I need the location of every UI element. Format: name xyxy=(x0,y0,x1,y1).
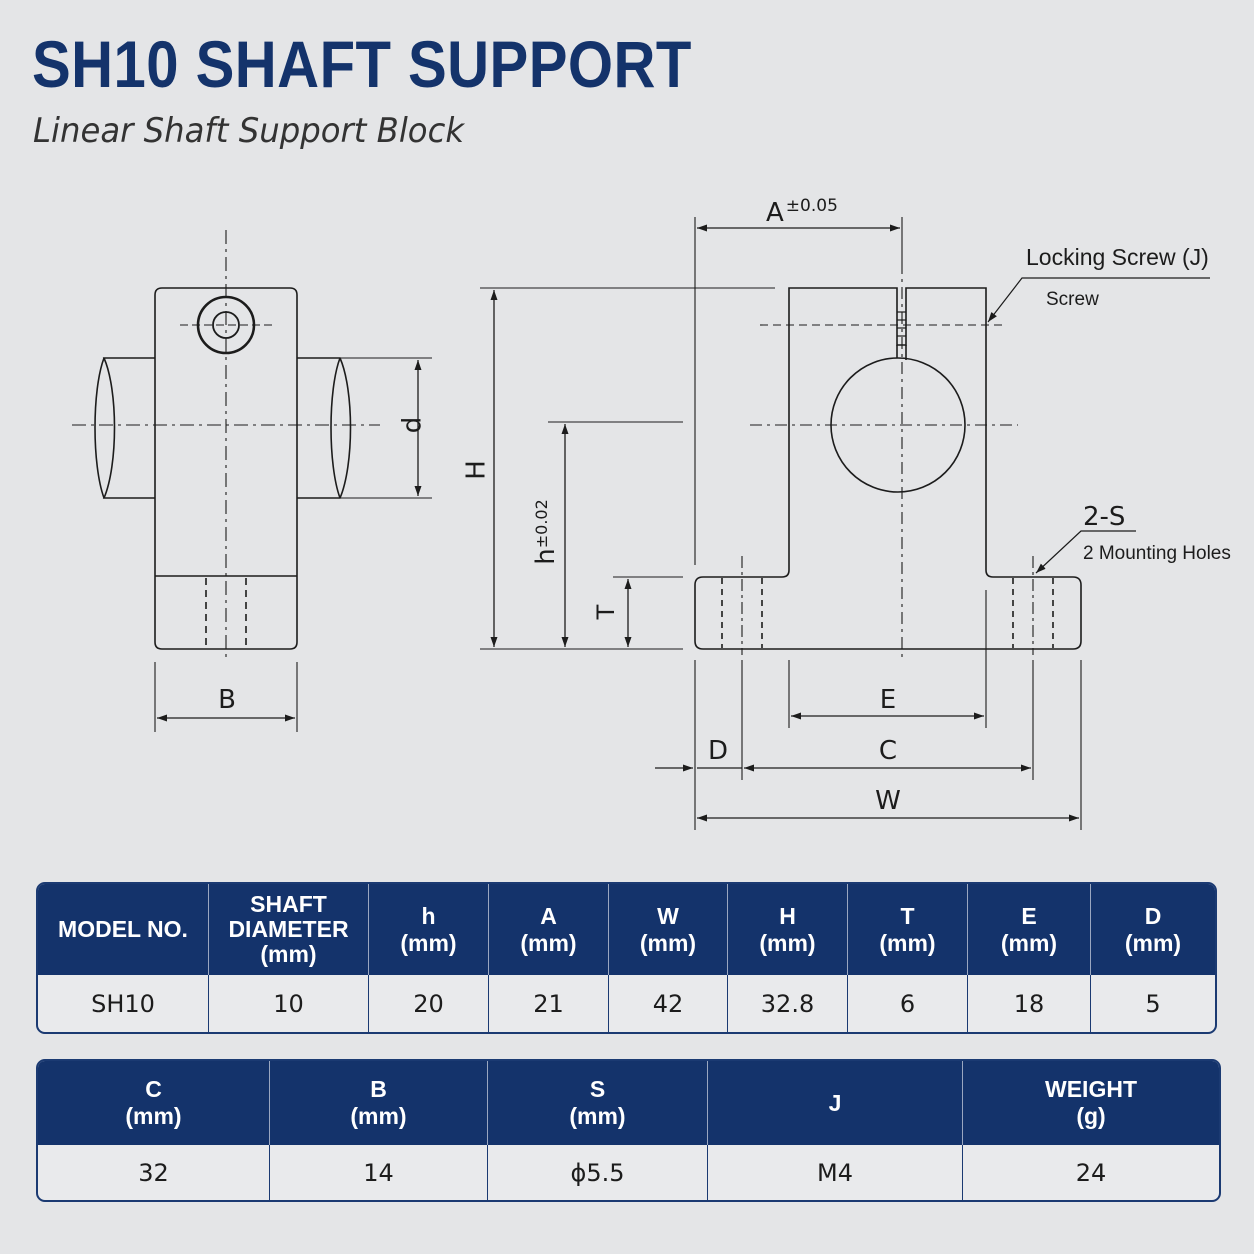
cell-e: 18 xyxy=(968,975,1091,1032)
cell-w: 42 xyxy=(609,975,728,1032)
cell-b: 14 xyxy=(270,1145,488,1200)
page-title: SH10 SHAFT SUPPORT xyxy=(32,27,692,101)
b-label: B xyxy=(218,685,236,715)
locking-screw-label: Locking Screw (J) xyxy=(1026,244,1209,270)
cell-h: 20 xyxy=(369,975,489,1032)
header-c: C(mm) xyxy=(38,1061,270,1145)
t-label: T xyxy=(592,604,620,620)
header-t: T(mm) xyxy=(848,884,968,975)
side-view-block xyxy=(154,287,298,650)
table-header-row: C(mm) B(mm) S(mm) J WEIGHT(g) xyxy=(38,1061,1219,1145)
header-model-no: MODEL NO. xyxy=(38,884,209,975)
cell-model-no: SH10 xyxy=(38,975,209,1032)
cell-j: M4 xyxy=(708,1145,963,1200)
page-subtitle: Linear Shaft Support Block xyxy=(33,111,465,151)
cell-s: ϕ5.5 xyxy=(488,1145,708,1200)
w-label: W xyxy=(875,786,901,816)
header-s: S(mm) xyxy=(488,1061,708,1145)
table-row: 32 14 ϕ5.5 M4 24 xyxy=(38,1145,1219,1200)
header-j: J xyxy=(708,1061,963,1145)
screw-label: Screw xyxy=(1046,289,1099,310)
cell-shaft-diameter: 10 xyxy=(209,975,369,1032)
mounting-holes-leader xyxy=(1035,530,1136,574)
header-d: D(mm) xyxy=(1091,884,1215,975)
cell-weight: 24 xyxy=(1075,1158,1107,1187)
cell-a: 21 xyxy=(489,975,609,1032)
cell-h-overall: 32.8 xyxy=(728,975,848,1032)
e-label: E xyxy=(880,685,896,715)
front-view xyxy=(480,217,1210,830)
header-h-overall: H(mm) xyxy=(728,884,848,975)
side-view xyxy=(72,230,432,732)
spec-table-secondary: C(mm) B(mm) S(mm) J WEIGHT(g) 32 14 ϕ5.5… xyxy=(36,1059,1221,1202)
cell-t: 6 xyxy=(848,975,968,1032)
a-label: A±0.05 xyxy=(766,196,838,228)
cell-d: 5 xyxy=(1145,989,1161,1018)
d-offset-label: D xyxy=(708,736,728,766)
header-w: W(mm) xyxy=(609,884,728,975)
locking-screw-leader xyxy=(987,277,1210,323)
d-label: d xyxy=(398,417,428,434)
header-e: E(mm) xyxy=(968,884,1091,975)
header-weight: WEIGHT(g) xyxy=(963,1061,1219,1145)
header-a: A(mm) xyxy=(489,884,609,975)
h-overall-label: H xyxy=(462,460,492,480)
h-center-label: h±0.02 xyxy=(531,499,561,565)
technical-drawing: d B xyxy=(72,196,1231,830)
shaft-left-stub xyxy=(102,357,155,499)
c-label: C xyxy=(879,736,897,766)
mounting-holes-desc: 2 Mounting Holes xyxy=(1083,543,1231,564)
shaft-right-stub xyxy=(297,357,352,499)
table-row: SH10 10 20 21 42 32.8 6 18 5 xyxy=(38,975,1215,1032)
header-h: h(mm) xyxy=(369,884,489,975)
mounting-holes-label: 2-S xyxy=(1083,502,1125,532)
cell-c: 32 xyxy=(38,1145,270,1200)
header-b: B(mm) xyxy=(270,1061,488,1145)
